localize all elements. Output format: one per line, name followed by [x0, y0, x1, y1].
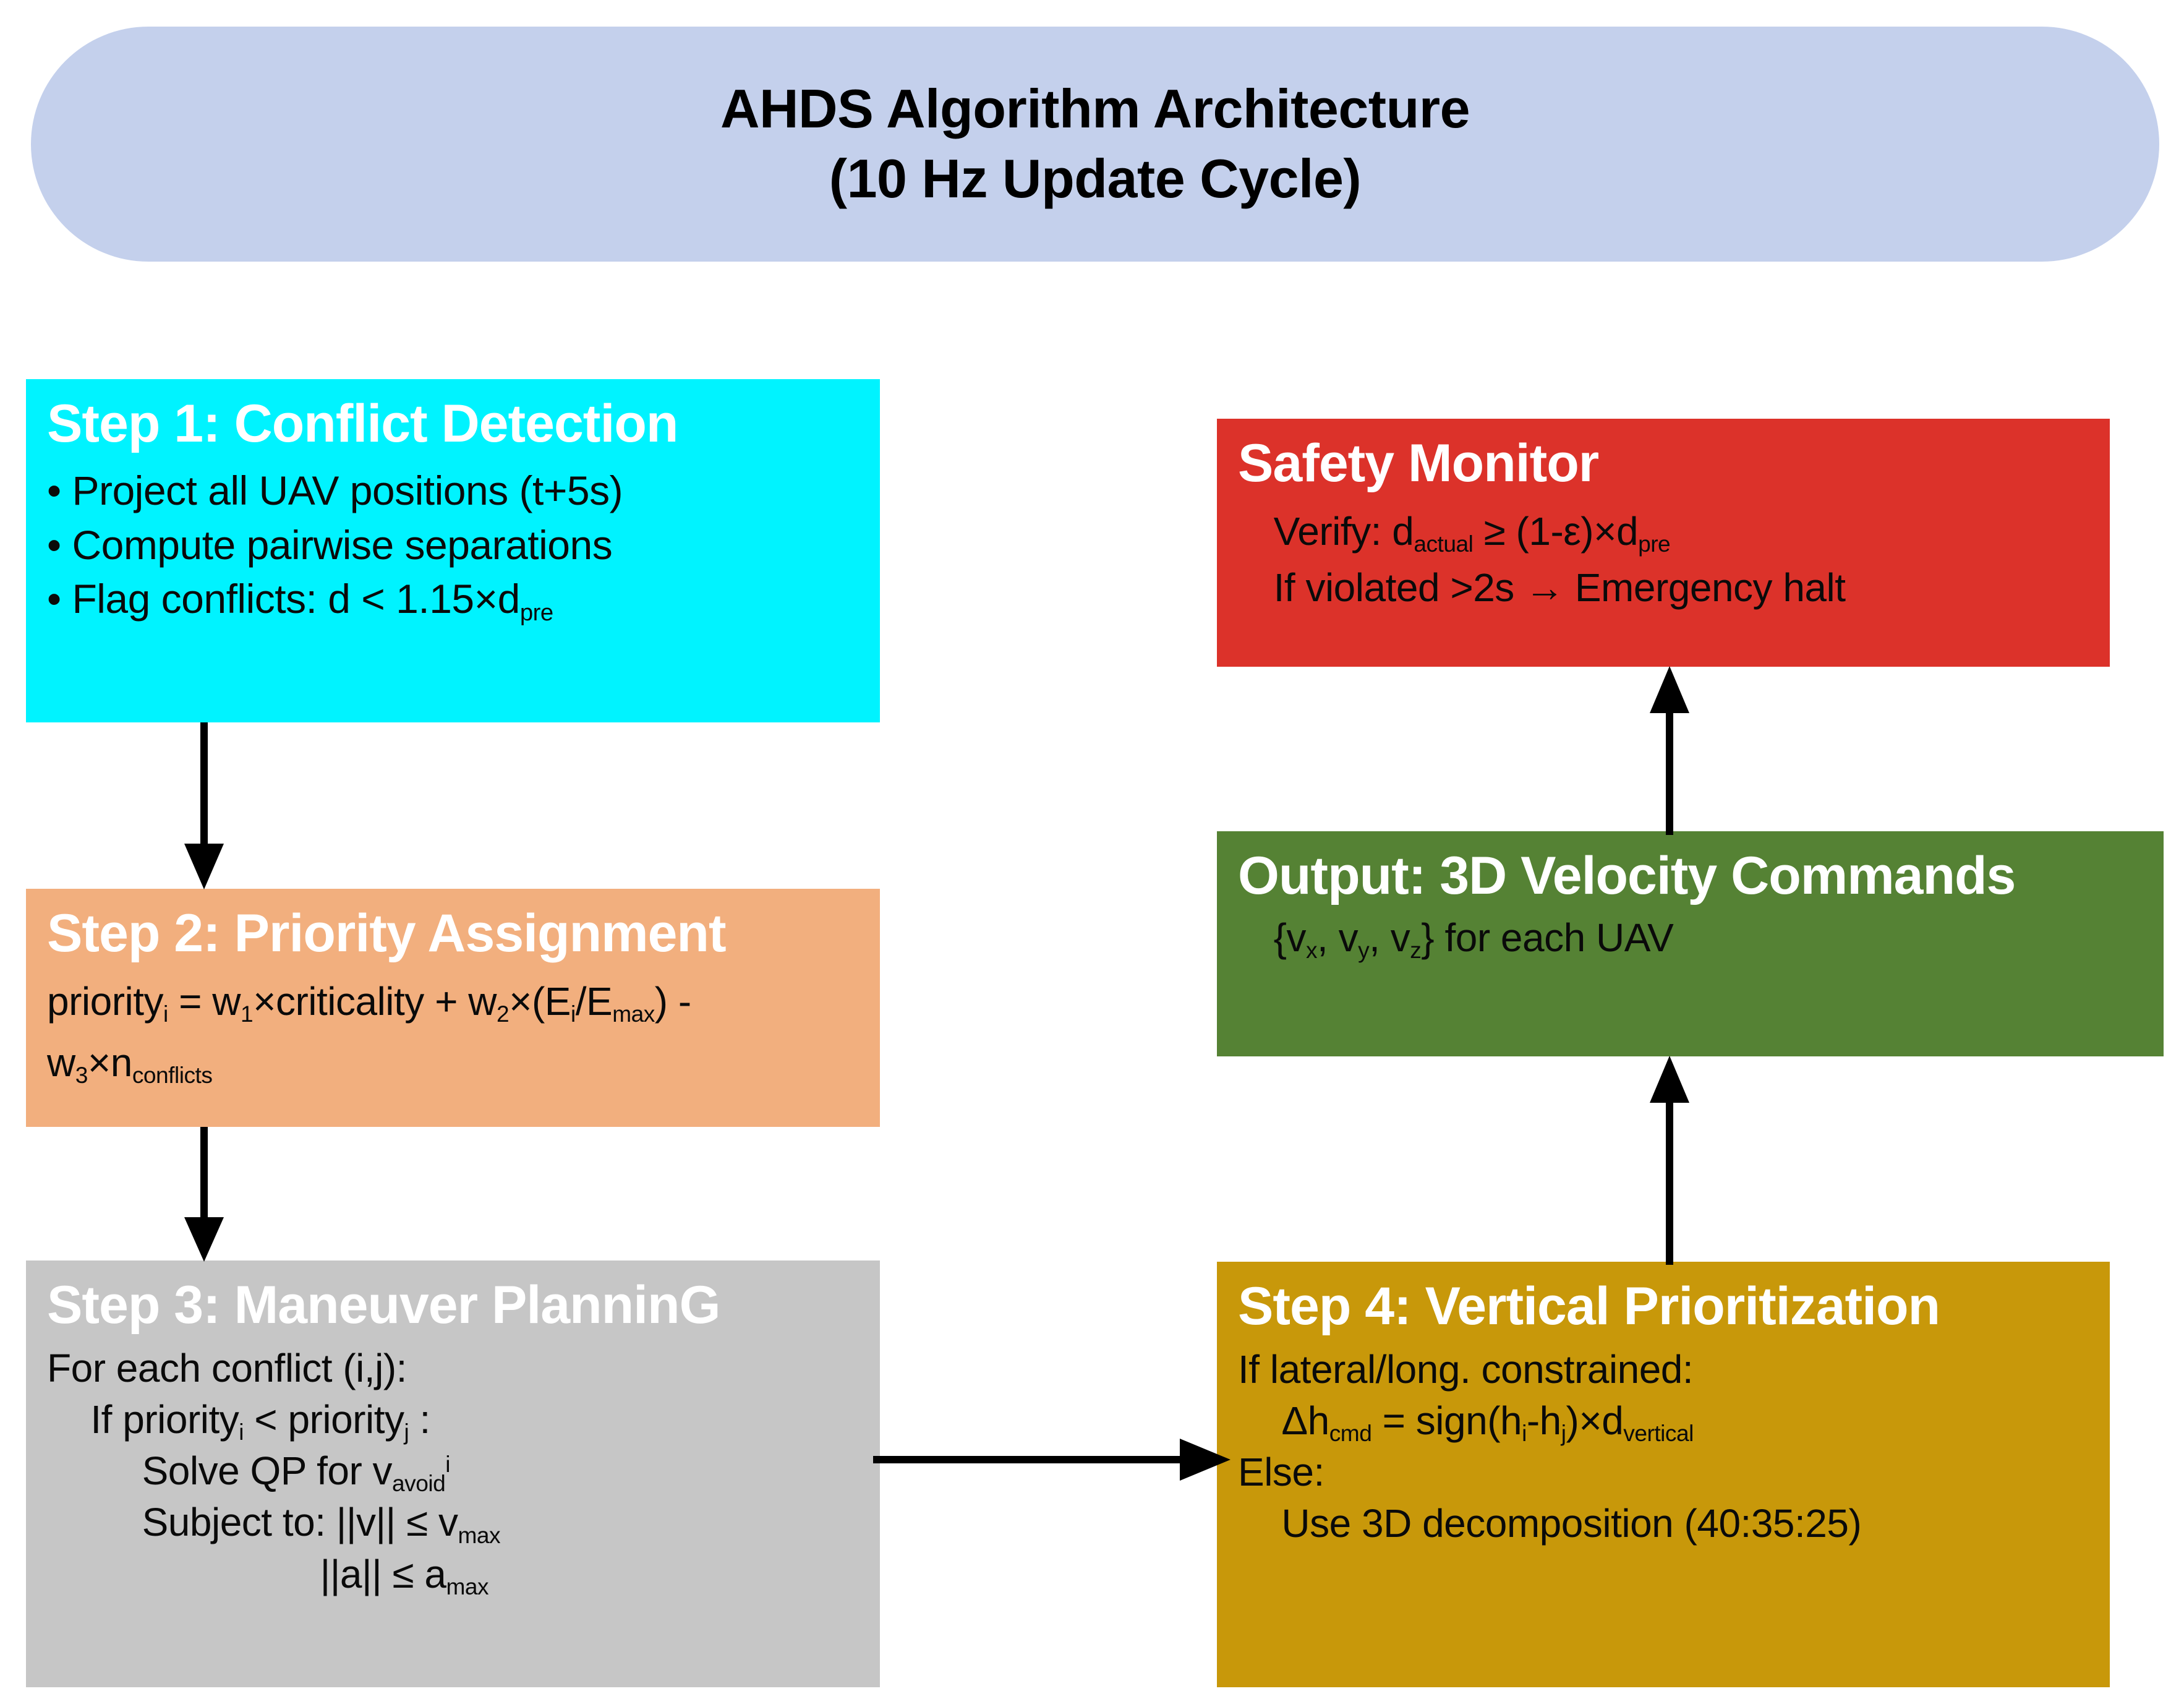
code-token: ||a|| ≤ a [320, 1551, 446, 1596]
code-token: , v [1317, 915, 1359, 960]
formula-token: ) - [654, 978, 691, 1024]
output-spec-line: {vx, vy, vz} for each UAV [1238, 912, 2143, 964]
bullet-text: • Flag conflicts: d < 1.15×d [47, 576, 520, 622]
condition-line: Verify: dactual ≥ (1-ε)×dpre [1238, 503, 2089, 560]
subscript-vertical: vertical [1623, 1420, 1694, 1447]
formula-token: ×n [87, 1040, 132, 1085]
code-token: } for each UAV [1421, 915, 1674, 960]
subscript-2: 2 [496, 1001, 510, 1027]
code-token: Verify: d [1273, 508, 1414, 554]
subscript-avoid: avoid [392, 1470, 446, 1497]
formula-token: w [47, 1040, 75, 1085]
node-output-3d-velocity-commands[interactable]: Output: 3D Velocity Commands {vx, vy, vz… [1217, 831, 2164, 1056]
subscript-cmd: cmd [1329, 1420, 1372, 1447]
diagram-title-line2: (10 Hz Update Cycle) [829, 148, 1362, 209]
condition-line: If violated >2s → Emergency halt [1273, 565, 1846, 610]
subscript-x: x [1305, 937, 1318, 963]
node-step1-conflict-detection[interactable]: Step 1: Conflict Detection • Project all… [26, 379, 880, 722]
node-output-title: Output: 3D Velocity Commands [1238, 846, 2016, 905]
subscript-pre: pre [519, 599, 553, 626]
pseudocode-line: For each conflict (i,j): [47, 1345, 407, 1390]
node-output-body: {vx, vy, vz} for each UAV [1238, 912, 2143, 964]
pseudocode-line: Else: [1238, 1450, 1324, 1495]
subscript-max: max [612, 1001, 655, 1027]
code-token: Δh [1281, 1398, 1329, 1444]
node-safety-monitor-body: Verify: dactual ≥ (1-ε)×dpre If violated… [1238, 503, 2089, 616]
code-token: , v [1369, 915, 1410, 960]
subscript-i: i [570, 1001, 576, 1027]
code-token: Subject to: ||v|| ≤ v [142, 1500, 458, 1545]
subscript-i: i [163, 1001, 168, 1027]
node-safety-monitor[interactable]: Safety Monitor Verify: dactual ≥ (1-ε)×d… [1217, 419, 2110, 667]
node-step2-title: Step 2: Priority Assignment [47, 904, 727, 963]
subscript-3: 3 [75, 1062, 88, 1089]
formula-line-2: w3×nconflicts [47, 1032, 859, 1093]
node-step3-maneuver-planning[interactable]: Step 3: Maneuver PlanninG For each confl… [26, 1260, 880, 1687]
bullet-item: • Flag conflicts: d < 1.15×dpre [47, 572, 859, 627]
node-step3-title: Step 3: Maneuver PlanninG [47, 1275, 720, 1335]
subscript-max: max [458, 1521, 501, 1548]
arrow-step3-to-step4 [873, 1439, 1231, 1481]
node-step4-body: If lateral/long. constrained: Δhcmd = si… [1238, 1344, 2089, 1550]
node-safety-monitor-title: Safety Monitor [1238, 434, 1599, 493]
pseudocode-line: If priorityi < priorityj : [47, 1394, 859, 1445]
code-token: -h [1526, 1398, 1561, 1444]
subscript-pre: pre [1638, 531, 1671, 557]
bullet-item: • Compute pairwise separations [47, 521, 613, 568]
node-step1-title: Step 1: Conflict Detection [47, 394, 678, 453]
code-token: = sign(h [1371, 1398, 1522, 1444]
code-token: : [409, 1397, 431, 1442]
code-token: If priority [90, 1397, 239, 1442]
node-step1-body: • Project all UAV positions (t+5s) • Com… [47, 464, 859, 627]
node-step4-vertical-prioritization[interactable]: Step 4: Vertical Prioritization If later… [1217, 1262, 2110, 1687]
subscript-j: j [404, 1419, 409, 1445]
node-step2-body: priorityi = w1×criticality + w2×(Ei/Emax… [47, 971, 859, 1093]
subscript-z: z [1410, 937, 1422, 963]
pseudocode-line: ||a|| ≤ amax [47, 1549, 859, 1600]
pseudocode-line: If lateral/long. constrained: [1238, 1346, 1694, 1392]
bullet-item: • Project all UAV positions (t+5s) [47, 467, 623, 513]
formula-line-1: priorityi = w1×criticality + w2×(Ei/Emax… [47, 971, 859, 1032]
diagram-title-banner: AHDS Algorithm Architecture (10 Hz Updat… [31, 27, 2159, 262]
code-token: )×d [1566, 1398, 1624, 1444]
node-step3-body: For each conflict (i,j): If priorityi < … [47, 1343, 859, 1600]
diagram-title-line1: AHDS Algorithm Architecture [720, 78, 1470, 140]
code-token: Solve QP for v [142, 1449, 393, 1494]
arrow-step2-to-step3 [184, 1127, 224, 1262]
pseudocode-line: Solve QP for vavoidi [47, 1445, 859, 1497]
formula-token: /E [575, 978, 613, 1024]
subscript-1: 1 [240, 1001, 254, 1027]
code-token: ≥ (1-ε)×d [1473, 508, 1639, 554]
subscript-actual: actual [1414, 531, 1474, 557]
subscript-j: j [1561, 1420, 1566, 1447]
code-token: {v [1273, 915, 1307, 960]
formula-token: priority [47, 978, 164, 1024]
subscript-y: y [1358, 937, 1370, 963]
subscript-conflicts: conflicts [132, 1062, 213, 1089]
arrow-output-to-safety-monitor [1650, 666, 1689, 835]
arrow-step1-to-step2 [184, 722, 224, 889]
pseudocode-line: Δhcmd = sign(hi-hj)×dvertical [1238, 1395, 2089, 1447]
node-step2-priority-assignment[interactable]: Step 2: Priority Assignment priorityi = … [26, 889, 880, 1127]
code-token: < priority [244, 1397, 404, 1442]
formula-token: = w [168, 978, 241, 1024]
subscript-max: max [446, 1573, 489, 1599]
pseudocode-line: Use 3D decomposition (40:35:25) [1281, 1501, 1862, 1546]
subscript-i: i [1522, 1420, 1527, 1447]
formula-token: ×criticality + w [253, 978, 497, 1024]
formula-token: ×(E [509, 978, 571, 1024]
superscript-i: i [445, 1450, 450, 1477]
subscript-i: i [239, 1419, 244, 1445]
pseudocode-line: Subject to: ||v|| ≤ vmax [47, 1497, 859, 1548]
node-step4-title: Step 4: Vertical Prioritization [1238, 1277, 1940, 1336]
arrow-step4-to-output [1650, 1056, 1689, 1265]
